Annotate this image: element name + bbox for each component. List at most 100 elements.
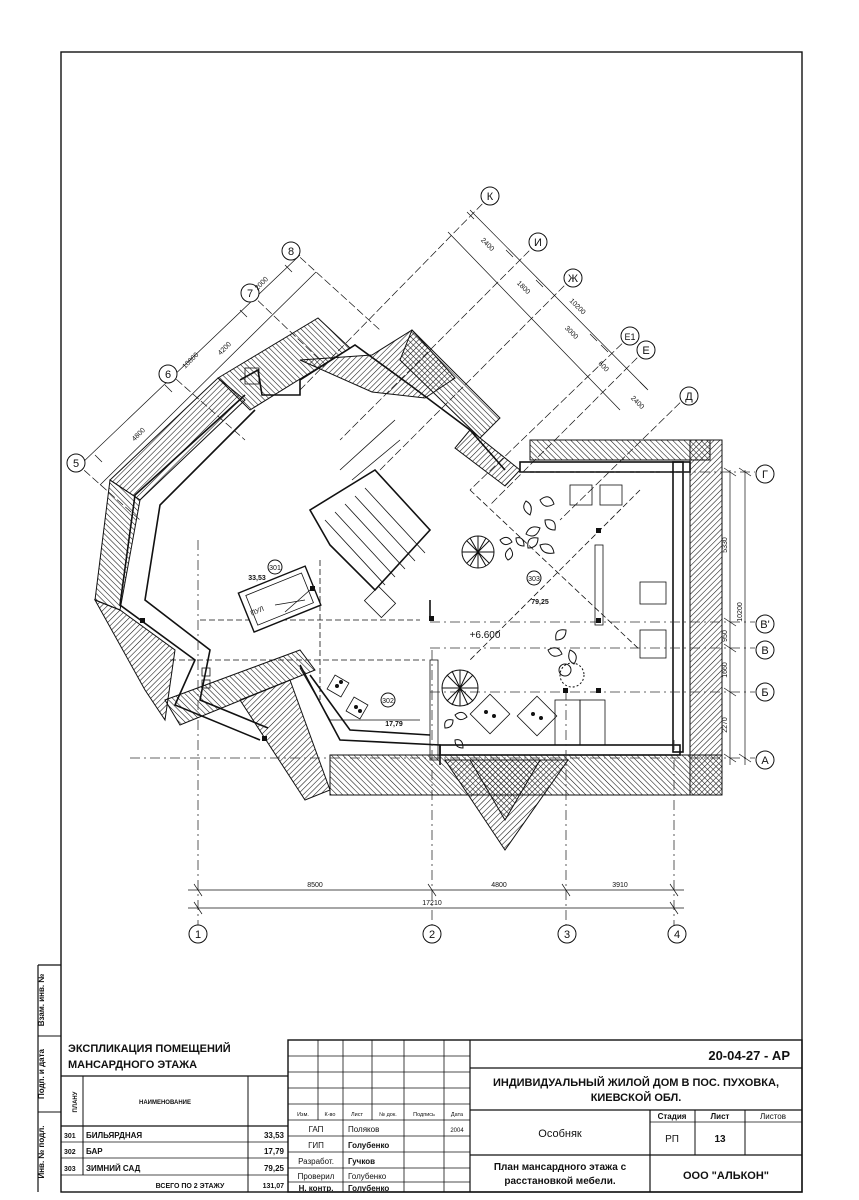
- bottom-dimensions: [188, 883, 684, 915]
- dim-10800: 10800: [182, 352, 201, 371]
- col-plan-header: ПЛАНУ: [73, 1091, 79, 1112]
- room-301-area: 33,53: [248, 575, 266, 582]
- hdr-izm: Изм.: [297, 1112, 309, 1118]
- row-301-area: 33,53: [264, 1131, 285, 1140]
- axis-7-label: 7: [247, 288, 253, 300]
- walls: [119, 344, 691, 765]
- row-303-area: 79,25: [264, 1164, 285, 1173]
- axis-4-label: 4: [674, 929, 680, 941]
- name-gip: Голубенко: [348, 1141, 389, 1150]
- name-develop: Гучков: [348, 1157, 375, 1166]
- furniture: [140, 367, 601, 741]
- sheet-header: Лист: [711, 1112, 730, 1121]
- axis-d-label: Д: [685, 391, 693, 403]
- hdr-kvo: К-во: [325, 1112, 336, 1118]
- title-block: 20-04-27 - АР ИНДИВИДУАЛЬНЫЙ ЖИЛОЙ ДОМ В…: [297, 1048, 790, 1193]
- room-303-number: 303: [528, 576, 540, 583]
- dim-10200-right: 10200: [737, 602, 744, 622]
- room-302-number: 302: [382, 698, 394, 705]
- role-check: Проверил: [298, 1172, 335, 1181]
- dim-8500: 8500: [307, 882, 323, 889]
- project-title-1: ИНДИВИДУАЛЬНЫЙ ЖИЛОЙ ДОМ В ПОС. ПУХОВКА,: [493, 1076, 779, 1089]
- explication-table: ЭКСПЛИКАЦИЯ ПОМЕЩЕНИЙ МАНСАРДНОГО ЭТАЖА …: [64, 1042, 285, 1190]
- dim-4800-diag: 4800: [131, 427, 147, 443]
- dim-2000: 2000: [254, 276, 270, 292]
- row-302-area: 17,79: [264, 1147, 285, 1156]
- hdr-date: Дата: [451, 1112, 464, 1118]
- axis-a-label: А: [761, 755, 769, 767]
- company-name: ООО "АЛЬКОН": [683, 1170, 769, 1182]
- row-301-num: 301: [64, 1133, 76, 1140]
- axis-e-label: Е: [642, 345, 649, 357]
- axis-v1-label: В': [760, 619, 769, 631]
- room-301-number: 301: [269, 565, 281, 572]
- title-block-lines: [37, 964, 803, 1193]
- dim-17210: 17210: [422, 900, 442, 907]
- hdr-ndok: № док.: [379, 1112, 397, 1118]
- name-gap: Поляков: [348, 1125, 379, 1134]
- axis-zh-label: Ж: [568, 273, 578, 285]
- palm-plant-1: [461, 535, 495, 569]
- dim-3910: 3910: [612, 882, 628, 889]
- row-302-name: БАР: [86, 1147, 103, 1156]
- row-303-num: 303: [64, 1166, 76, 1173]
- axis-5-label: 5: [73, 458, 79, 470]
- drawing-title-2: расстановкой мебели.: [504, 1175, 616, 1187]
- role-gap: ГАП: [309, 1125, 324, 1134]
- drawing-code: 20-04-27 - АР: [708, 1048, 790, 1063]
- total-label: ВСЕГО ПО 2 ЭТАЖУ: [156, 1183, 225, 1190]
- name-check: Голубенко: [348, 1172, 387, 1181]
- col-name-header: НАИМЕНОВАНИЕ: [139, 1100, 191, 1106]
- hdr-list: Лист: [351, 1112, 363, 1118]
- dim-4800: 4800: [491, 882, 507, 889]
- axis-v-label: В: [761, 645, 768, 657]
- room-tags: 301 33,53 302 17,79 303 79,25 ПУЛ +6.600: [248, 565, 549, 728]
- right-dim-text: 5330 950 1660 2270 10200: [722, 537, 744, 733]
- dim-1800: 1800: [515, 280, 531, 296]
- role-ncontrol: Н. контр.: [299, 1184, 334, 1193]
- row-303-name: ЗИМНИЙ САД: [86, 1164, 141, 1173]
- axis-i-label: И: [534, 237, 542, 249]
- plants: [441, 496, 585, 749]
- dim-2400-b: 2400: [629, 395, 645, 411]
- axis-markers: [66, 186, 775, 944]
- stage-header: Стадия: [658, 1112, 687, 1121]
- side-label-sign: Подп. и дата: [37, 1048, 46, 1098]
- dim-10200-diag: 10200: [568, 298, 587, 317]
- dim-1660: 1660: [722, 662, 729, 678]
- axis-k-label: К: [487, 191, 494, 203]
- project-title-2: КИЕВСКОЙ ОБЛ.: [591, 1091, 682, 1104]
- date-gap: 2004: [450, 1128, 464, 1134]
- axis-3-label: 3: [564, 929, 570, 941]
- role-gip: ГИП: [308, 1141, 324, 1150]
- row-302-num: 302: [64, 1149, 76, 1156]
- stage-value: РП: [665, 1134, 679, 1145]
- dim-2270: 2270: [722, 717, 729, 733]
- bottom-dim-text: 8500 4800 3910 17210: [307, 882, 628, 907]
- sheet-value: 13: [714, 1134, 726, 1145]
- leaf-plant-3: [444, 536, 525, 749]
- room-302-area: 17,79: [385, 721, 403, 728]
- axis-b-label: Б: [761, 687, 768, 699]
- side-label-inv: Инв. № подл.: [37, 1125, 46, 1178]
- side-labels: Взам. инв. № Подп. и дата Инв. № подл.: [37, 974, 46, 1179]
- axis-lines: [130, 471, 755, 930]
- name-ncontrol: Голубенко: [348, 1184, 389, 1193]
- hdr-sign: Подпись: [413, 1112, 435, 1118]
- axis-g-label: Г: [762, 469, 768, 481]
- roof-hatching: [93, 317, 723, 851]
- dim-3000: 3000: [563, 325, 579, 341]
- room-303-area: 79,25: [531, 599, 549, 606]
- billiard-table: [237, 565, 322, 633]
- diag-right-dim-text: 2400 1800 3000 600 2400 10200: [479, 237, 645, 411]
- level-mark: +6.600: [470, 630, 501, 641]
- axis-6-label: 6: [165, 369, 171, 381]
- dim-2400-a: 2400: [479, 237, 495, 253]
- axis-1-label: 1: [195, 929, 201, 941]
- axis-2-label: 2: [429, 929, 435, 941]
- palm-plant-2: [441, 669, 479, 707]
- object-name: Особняк: [538, 1128, 582, 1140]
- drawing-title-1: План мансардного этажа с: [494, 1162, 627, 1173]
